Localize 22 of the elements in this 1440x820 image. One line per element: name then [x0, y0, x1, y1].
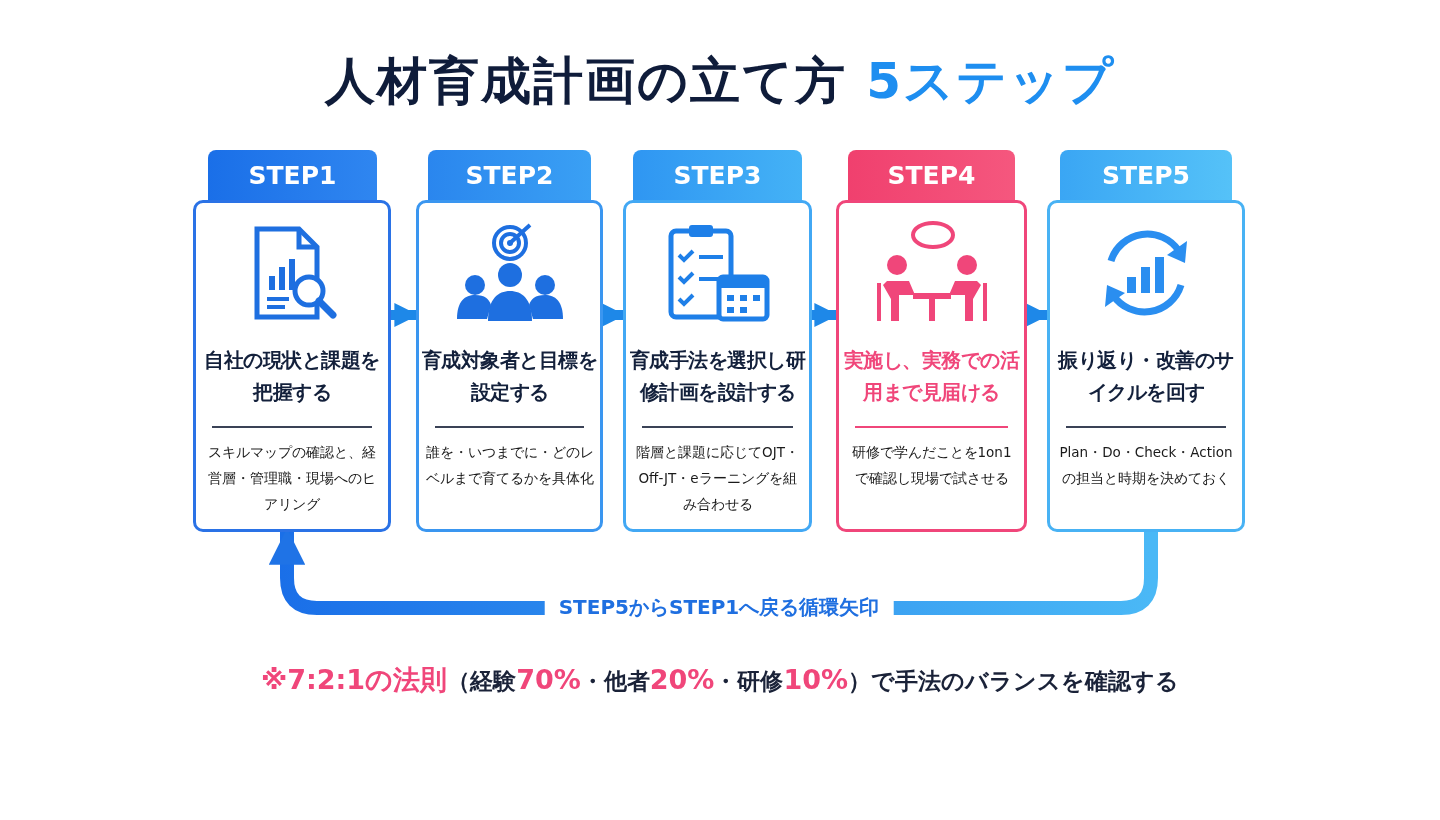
arrow [812, 303, 839, 327]
note-text: ※7:2:1の法則（経験70%・他者20%・研修10%）で手法のバランスを確認する [259, 663, 1181, 697]
title: 人材育成計画の立て方 5ステップ [323, 51, 1117, 112]
step-tab: STEP5 [1060, 150, 1232, 200]
step-title: 育成手法を選択し研修計画を設計する [628, 348, 807, 406]
step-description: Plan・Do・Check・Actionの担当と時期を決めておく [1058, 443, 1234, 488]
step-tab: STEP2 [428, 150, 591, 200]
step-tab: STEP3 [633, 150, 802, 200]
step-title: 実施し、実務での活用まで見届ける [842, 348, 1021, 406]
step-title: 振り返り・改善のサイクルを回す [1056, 348, 1235, 406]
step-description: スキルマップの確認と、経営層・管理職・現場へのヒアリング [207, 443, 377, 514]
arrow [601, 303, 626, 327]
step-description: 研修で学んだことを1on1で確認し現場で試させる [850, 443, 1013, 488]
step-description: 誰を・いつまでに・どのレベルまで育てるかを具体化 [425, 443, 594, 488]
step-title: 自社の現状と課題を把握する [203, 348, 381, 406]
arrow [391, 303, 419, 327]
step-title: 育成対象者と目標を設定する [421, 348, 598, 406]
arrow [1025, 303, 1050, 327]
step-description: 階層と課題に応じてOJT・Off-JT・eラーニングを組み合わせる [635, 443, 800, 514]
edge-label: STEP5からSTEP1へ戻る循環矢印 [544, 594, 894, 621]
step-tab: STEP4 [848, 150, 1015, 200]
step-tab: STEP1 [208, 150, 377, 200]
